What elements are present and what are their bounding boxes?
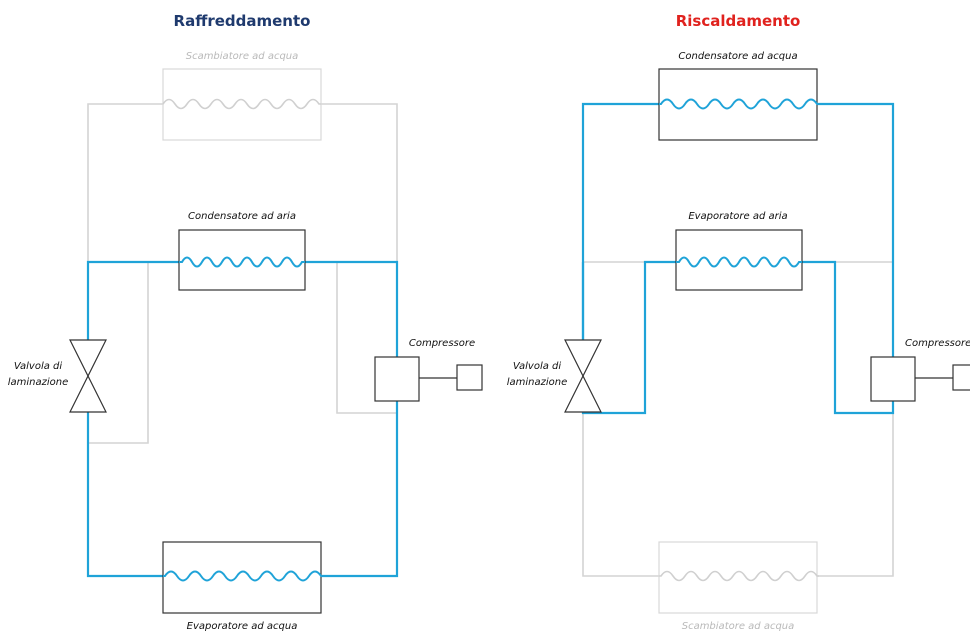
cooling-air-condenser-label: Condensatore ad aria	[188, 211, 296, 222]
cooling-circuit: Raffreddamento Scambiatore ad acqua Cond…	[8, 12, 483, 632]
heating-circuit: Riscaldamento Condensatore ad acqua Evap…	[507, 12, 970, 632]
cooling-idle-top-loop	[87, 103, 398, 262]
cooling-water-evaporator-coil	[163, 570, 323, 582]
heating-water-exchanger-label: Scambiatore ad acqua	[682, 621, 795, 632]
heating-valve-label-line2: laminazione	[507, 377, 568, 388]
heating-water-exchanger-coil	[659, 570, 819, 582]
heating-air-evaporator-label: Evaporatore ad aria	[688, 211, 787, 222]
cooling-water-evaporator	[162, 541, 323, 614]
cooling-air-condenser-coil	[179, 256, 305, 268]
cooling-idle-right-bypass	[336, 262, 397, 414]
heating-idle-lower-loop	[582, 413, 894, 577]
heating-valve-label-line1: Valvola di	[513, 361, 562, 372]
cooling-active-loop	[86, 260, 399, 578]
cooling-expansion-valve	[69, 339, 107, 413]
cooling-water-exchanger	[162, 68, 322, 141]
cooling-valve-label-line2: laminazione	[8, 377, 69, 388]
cooling-idle-left-bypass	[88, 262, 149, 444]
heating-expansion-valve	[564, 339, 602, 413]
cooling-valve-label-line1: Valvola di	[14, 361, 63, 372]
heating-water-condenser-coil	[659, 98, 819, 110]
heating-compressor	[870, 356, 970, 402]
cooling-compressor-label: Compressore	[409, 338, 475, 349]
heating-water-condenser	[658, 68, 819, 141]
cooling-water-evaporator-label: Evaporatore ad acqua	[187, 621, 298, 632]
heating-air-evaporator-coil	[676, 256, 802, 268]
heating-water-condenser-label: Condensatore ad acqua	[678, 51, 797, 62]
cooling-water-exchanger-coil	[162, 98, 321, 110]
heating-active-outer-loop	[581, 102, 895, 415]
cooling-water-exchanger-label: Scambiatore ad acqua	[186, 51, 299, 62]
heating-title: Riscaldamento	[676, 12, 801, 30]
heating-compressor-label: Compressore	[905, 338, 970, 349]
cooling-air-condenser	[178, 229, 306, 291]
cooling-title: Raffreddamento	[174, 12, 311, 30]
heating-water-exchanger	[658, 541, 819, 614]
heating-air-evaporator	[675, 229, 803, 291]
cooling-compressor	[374, 356, 483, 402]
